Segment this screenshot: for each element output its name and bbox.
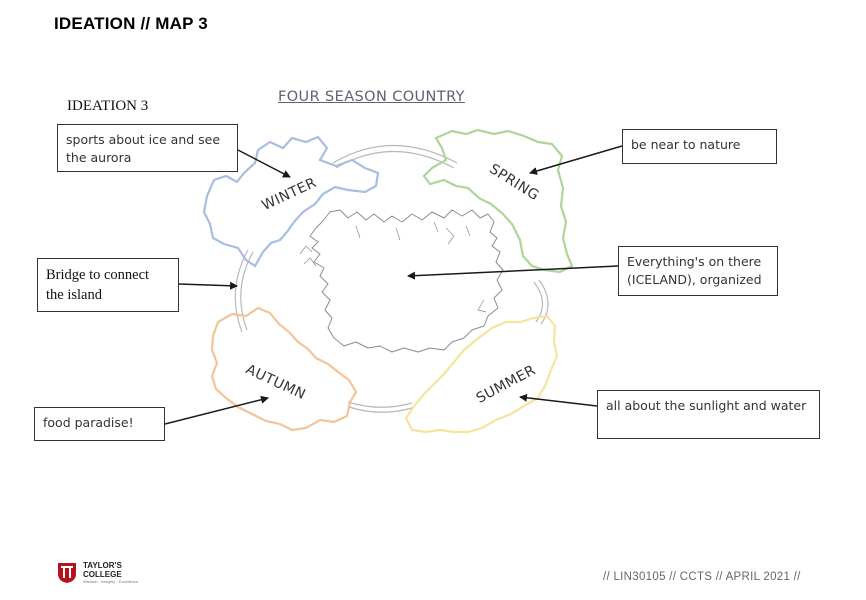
bridge-left xyxy=(234,249,249,333)
autumn-region xyxy=(210,306,358,432)
note-winter: sports about ice and see the aurora xyxy=(57,124,238,172)
diagram-title: FOUR SEASON COUNTRY xyxy=(278,89,465,105)
arrow-bridge xyxy=(178,281,238,290)
note-autumn: food paradise! xyxy=(34,407,165,441)
autumn-label: AUTUMN xyxy=(243,362,308,404)
bridge-right xyxy=(538,279,549,325)
slide-title: IDEATION // MAP 3 xyxy=(54,14,208,33)
bridge-bottom xyxy=(347,401,413,408)
iceland-outline xyxy=(309,209,504,353)
arrow-summer xyxy=(519,393,598,407)
ideation-label: IDEATION 3 xyxy=(67,98,149,114)
college-logo: TAYLOR'S COLLEGE Wisdom · Integrity · Ex… xyxy=(57,561,138,585)
college-crest-icon xyxy=(58,563,76,583)
logo-tagline: Wisdom · Integrity · Excellence xyxy=(83,579,139,584)
note-summer: all about the sunlight and water xyxy=(597,390,820,439)
summer-region xyxy=(404,314,559,434)
winter-region xyxy=(202,135,380,268)
arrow-winter xyxy=(237,149,291,178)
arrow-autumn xyxy=(164,395,269,425)
note-spring: be near to nature xyxy=(622,129,777,164)
footer-text: // LIN30105 // CCTS // APRIL 2021 // xyxy=(603,571,801,583)
arrow-spring xyxy=(529,145,623,175)
spring-region xyxy=(422,128,574,274)
bridge-top xyxy=(332,144,458,164)
note-iceland: Everything's on there (ICELAND), organiz… xyxy=(618,246,778,296)
spring-label: SPRING xyxy=(486,161,542,204)
note-bridge: Bridge to connect the island xyxy=(37,258,179,312)
logo-line2: COLLEGE xyxy=(83,570,122,579)
summer-label: SUMMER xyxy=(474,362,539,407)
arrow-iceland xyxy=(407,265,619,280)
arrows xyxy=(164,145,623,425)
bridge-ring xyxy=(234,144,549,413)
logo-line1: TAYLOR'S xyxy=(83,561,122,570)
